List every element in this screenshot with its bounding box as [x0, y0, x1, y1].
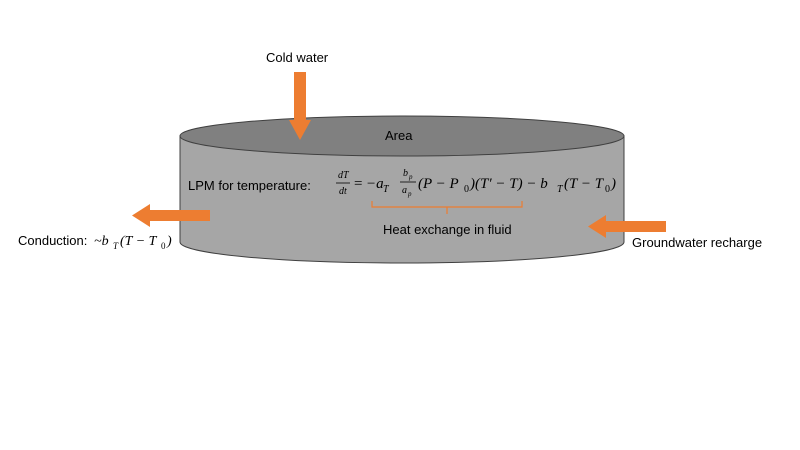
eq-sub-0a: 0 — [464, 184, 469, 195]
eq-frac2-num: b — [403, 168, 408, 179]
conduction-label: Conduction: — [18, 233, 87, 248]
cond-prefix: ~b — [94, 234, 109, 249]
eq-equals: = — [354, 176, 362, 192]
cylinder-body — [179, 135, 625, 264]
groundwater-arrow — [588, 215, 666, 238]
cond-suffix: ) — [166, 234, 172, 249]
cond-sub-t: T — [113, 241, 119, 251]
conduction-expression: ~b T (T − T 0 ) — [94, 234, 172, 251]
groundwater-label: Groundwater recharge — [632, 235, 762, 250]
lpm-equation: dT dt = −a T b p a p (P − P 0 )(T′ − T) … — [336, 168, 616, 198]
cond-sub-0: 0 — [161, 241, 166, 251]
eq-sub-t2: T — [557, 184, 564, 195]
eq-rest-a: (P − P — [418, 176, 459, 192]
eq-frac1-num: dT — [338, 170, 350, 181]
eq-rest-b: )(T′ − T) − b — [469, 176, 548, 192]
cold-water-label: Cold water — [266, 50, 329, 65]
eq-frac1-den: dt — [339, 186, 347, 197]
cond-mid: (T − T — [120, 234, 158, 249]
eq-frac2-den: a — [402, 185, 407, 196]
eq-frac2-den-sub: p — [407, 190, 412, 198]
heat-exchange-brace — [371, 201, 523, 214]
eq-minus-a: −a — [366, 176, 384, 192]
area-label: Area — [385, 128, 413, 143]
conduction-arrow — [132, 204, 210, 227]
eq-sub-0b: 0 — [605, 184, 610, 195]
eq-rest-c: (T − T — [564, 176, 605, 192]
lpm-label: LPM for temperature: — [188, 178, 311, 193]
eq-sub-t: T — [383, 184, 390, 195]
eq-frac2-num-sub: p — [408, 173, 413, 181]
cylinder-top — [179, 115, 625, 157]
cold-water-arrow — [289, 72, 311, 140]
heat-exchange-label: Heat exchange in fluid — [383, 222, 512, 237]
eq-rest-d: ) — [610, 176, 616, 192]
